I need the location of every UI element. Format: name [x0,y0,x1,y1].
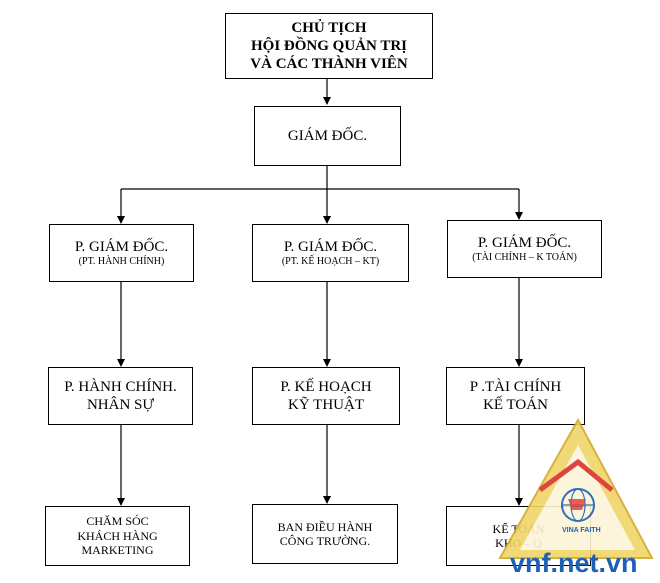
director-box: GIÁM ĐỐC. [254,106,401,166]
dept-line-1: P .TÀI CHÍNH [469,379,562,395]
unit-line-1: BAN ĐIỀU HÀNH [277,519,373,534]
unit-line-3: MARKETING [81,543,154,558]
dept-box-finance: P .TÀI CHÍNH KẾ TOÁN [446,367,585,425]
unit-box-site-management: BAN ĐIỀU HÀNH CÔNG TRƯỜNG. [252,504,398,564]
dept-box-hr: P. HÀNH CHÍNH. NHÂN SỰ [48,367,193,425]
dept-line-2: NHÂN SỰ [86,397,155,413]
chairman-line-1: CHỦ TỊCH [291,20,367,36]
unit-line-1: CHĂM SÓC [86,514,149,529]
dept-line-1: P. KẾ HOẠCH [280,379,372,395]
chairman-box: CHỦ TỊCH HỘI ĐỒNG QUẢN TRỊ VÀ CÁC THÀNH … [225,13,433,79]
deputy-title: P. GIÁM ĐỐC. [283,239,378,255]
deputy-box-admin: P. GIÁM ĐỐC. (PT. HÀNH CHÍNH) [49,224,194,282]
unit-line-2: CÔNG TRƯỜNG. [279,534,371,548]
deputy-subtitle: (PT. HÀNH CHÍNH) [78,256,165,267]
chairman-line-3: VÀ CÁC THÀNH VIÊN [250,56,408,72]
deputy-title: P. GIÁM ĐỐC. [74,239,169,255]
dept-line-1: P. HÀNH CHÍNH. [64,379,177,395]
watermark-brand: VINA FAITH [562,527,601,534]
logo-roof [538,458,614,493]
deputy-title: P. GIÁM ĐỐC. [477,235,572,251]
chairman-line-2: HỘI ĐỒNG QUẢN TRỊ [251,38,407,54]
deputy-box-finance: P. GIÁM ĐỐC. (TÀI CHÍNH – K TOÁN) [447,220,602,278]
deputy-box-planning: P. GIÁM ĐỐC. (PT. KẾ HOẠCH – KT) [252,224,409,282]
watermark-site: vnf.net.vn [510,548,638,578]
unit-line-2: KHÁCH HÀNG [77,528,158,543]
deputy-subtitle: (TÀI CHÍNH – K TOÁN) [472,252,577,263]
dept-line-2: KỸ THUẬT [288,397,364,413]
unit-box-customer-care: CHĂM SÓC KHÁCH HÀNG MARKETING [45,506,190,566]
dept-box-planning: P. KẾ HOẠCH KỸ THUẬT [252,367,400,425]
logo-triangle-inner [520,445,635,550]
director-label: GIÁM ĐỐC. [287,128,368,144]
dept-line-2: KẾ TOÁN [483,397,548,413]
deputy-subtitle: (PT. KẾ HOẠCH – KT) [281,256,380,267]
